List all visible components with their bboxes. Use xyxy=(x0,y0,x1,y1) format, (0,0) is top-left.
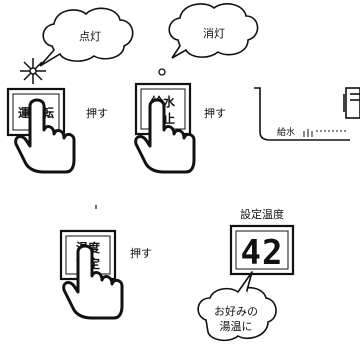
press-label-water: 押す xyxy=(204,106,226,120)
hand-pointer-icon xyxy=(62,244,124,320)
press-label-temperature: 押す xyxy=(130,246,152,260)
bathtub xyxy=(254,87,360,141)
bubble-preferred-line2: 湯温に xyxy=(220,320,253,333)
bubble-lit-text: 点灯 xyxy=(79,30,101,43)
bubble-preferred-temp: お好みの 湯温に xyxy=(197,271,277,342)
hand-pointer-icon xyxy=(134,98,196,174)
display-title: 設定温度 xyxy=(240,207,284,221)
lamp-off-icon xyxy=(158,68,166,76)
tub-water-label: 給水 xyxy=(277,126,295,138)
bubble-preferred-line1: お好みの xyxy=(214,304,258,318)
press-label-run: 押す xyxy=(86,106,108,120)
display-value: 42 xyxy=(241,233,284,273)
bubble-off: 消灯 xyxy=(168,3,259,59)
bubble-lit: 点灯 xyxy=(39,7,134,67)
hand-pointer-icon xyxy=(14,98,76,174)
lamp-lit-icon xyxy=(20,58,46,84)
water-flow-icon xyxy=(303,129,346,137)
temperature-display: 42 xyxy=(229,224,295,276)
bubble-off-text: 消灯 xyxy=(203,26,225,40)
